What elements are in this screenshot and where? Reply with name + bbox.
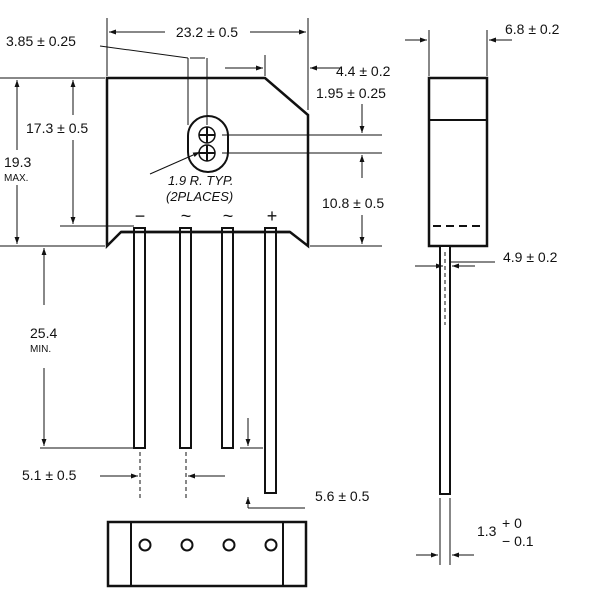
lead-4 <box>264 227 277 494</box>
terminal-ac2: ~ <box>223 206 234 226</box>
dim-23-2: 23.2 ± 0.5 <box>176 24 238 40</box>
lead-3 <box>221 227 234 449</box>
front-view: − ~ ~ + 1.9 R. TYP. (2PLACES) 23.2 ± 0.5… <box>0 18 391 509</box>
dim-10-8: 10.8 ± 0.5 <box>322 195 384 211</box>
pin-hole-2 <box>180 538 194 552</box>
side-lead <box>439 245 451 495</box>
lead-2 <box>179 227 192 449</box>
dim-25-4: 25.4 <box>30 325 57 341</box>
bottom-view <box>106 520 308 588</box>
pin-hole-3 <box>222 538 236 552</box>
dim-19-3-max: MAX. <box>4 173 28 184</box>
dim-5-1: 5.1 ± 0.5 <box>22 467 77 483</box>
dim-25-4-min: MIN. <box>30 344 51 355</box>
dim-1-3-minus: − 0.1 <box>502 533 534 549</box>
side-view: 6.8 ± 0.2 4.9 ± 0.2 1.3 + 0 − 0.1 <box>405 21 560 565</box>
terminal-plus: + <box>267 206 278 226</box>
pin-hole-4 <box>264 538 278 552</box>
dim-6-8: 6.8 ± 0.2 <box>505 21 560 37</box>
pin-hole-1 <box>138 538 152 552</box>
lead-1 <box>133 227 146 449</box>
dim-1-95: 1.95 ± 0.25 <box>316 85 386 101</box>
dim-4-9: 4.9 ± 0.2 <box>503 249 558 265</box>
radius-note-line2: (2PLACES) <box>166 189 233 204</box>
terminal-minus: − <box>135 206 146 226</box>
radius-note-line1: 1.9 R. TYP. <box>168 173 234 188</box>
dim-1-3-plus: + 0 <box>502 515 522 531</box>
terminal-ac1: ~ <box>181 206 192 226</box>
side-body <box>427 76 489 248</box>
bottom-body <box>106 520 308 588</box>
mounting-hole <box>187 115 229 173</box>
dim-17-3: 17.3 ± 0.5 <box>26 120 88 136</box>
dim-5-6: 5.6 ± 0.5 <box>315 488 370 504</box>
dim-4-4: 4.4 ± 0.2 <box>336 63 391 79</box>
dim-19-3: 19.3 <box>4 154 31 170</box>
dim-1-3: 1.3 <box>477 523 497 539</box>
dim-3-85: 3.85 ± 0.25 <box>6 33 76 49</box>
